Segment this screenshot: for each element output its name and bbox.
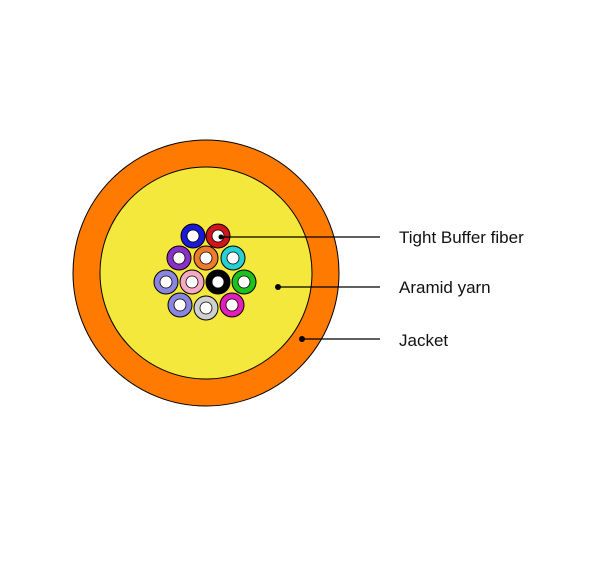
fiber-10 [167, 292, 193, 318]
fiber-1 [180, 223, 206, 249]
aramid-yarn-fill [99, 166, 313, 380]
fiber-8 [205, 269, 231, 295]
fiber-6 [153, 269, 179, 295]
label-jacket: Jacket [399, 331, 448, 350]
fiber-5 [220, 245, 246, 271]
fiber-7 [179, 269, 205, 295]
leader-tight-buffer [218, 234, 380, 240]
fiber-11 [193, 295, 219, 321]
leader-aramid [275, 284, 380, 290]
label-aramid-yarn: Aramid yarn [399, 278, 491, 297]
fiber-9 [231, 269, 257, 295]
fiber-4 [193, 245, 219, 271]
fiber-2 [205, 223, 231, 249]
leader-jacket [299, 336, 380, 342]
fiber-bundle [153, 223, 257, 321]
label-tight-buffer-fiber: Tight Buffer fiber [399, 228, 524, 247]
fiber-12 [219, 292, 245, 318]
fiber-3 [166, 245, 192, 271]
